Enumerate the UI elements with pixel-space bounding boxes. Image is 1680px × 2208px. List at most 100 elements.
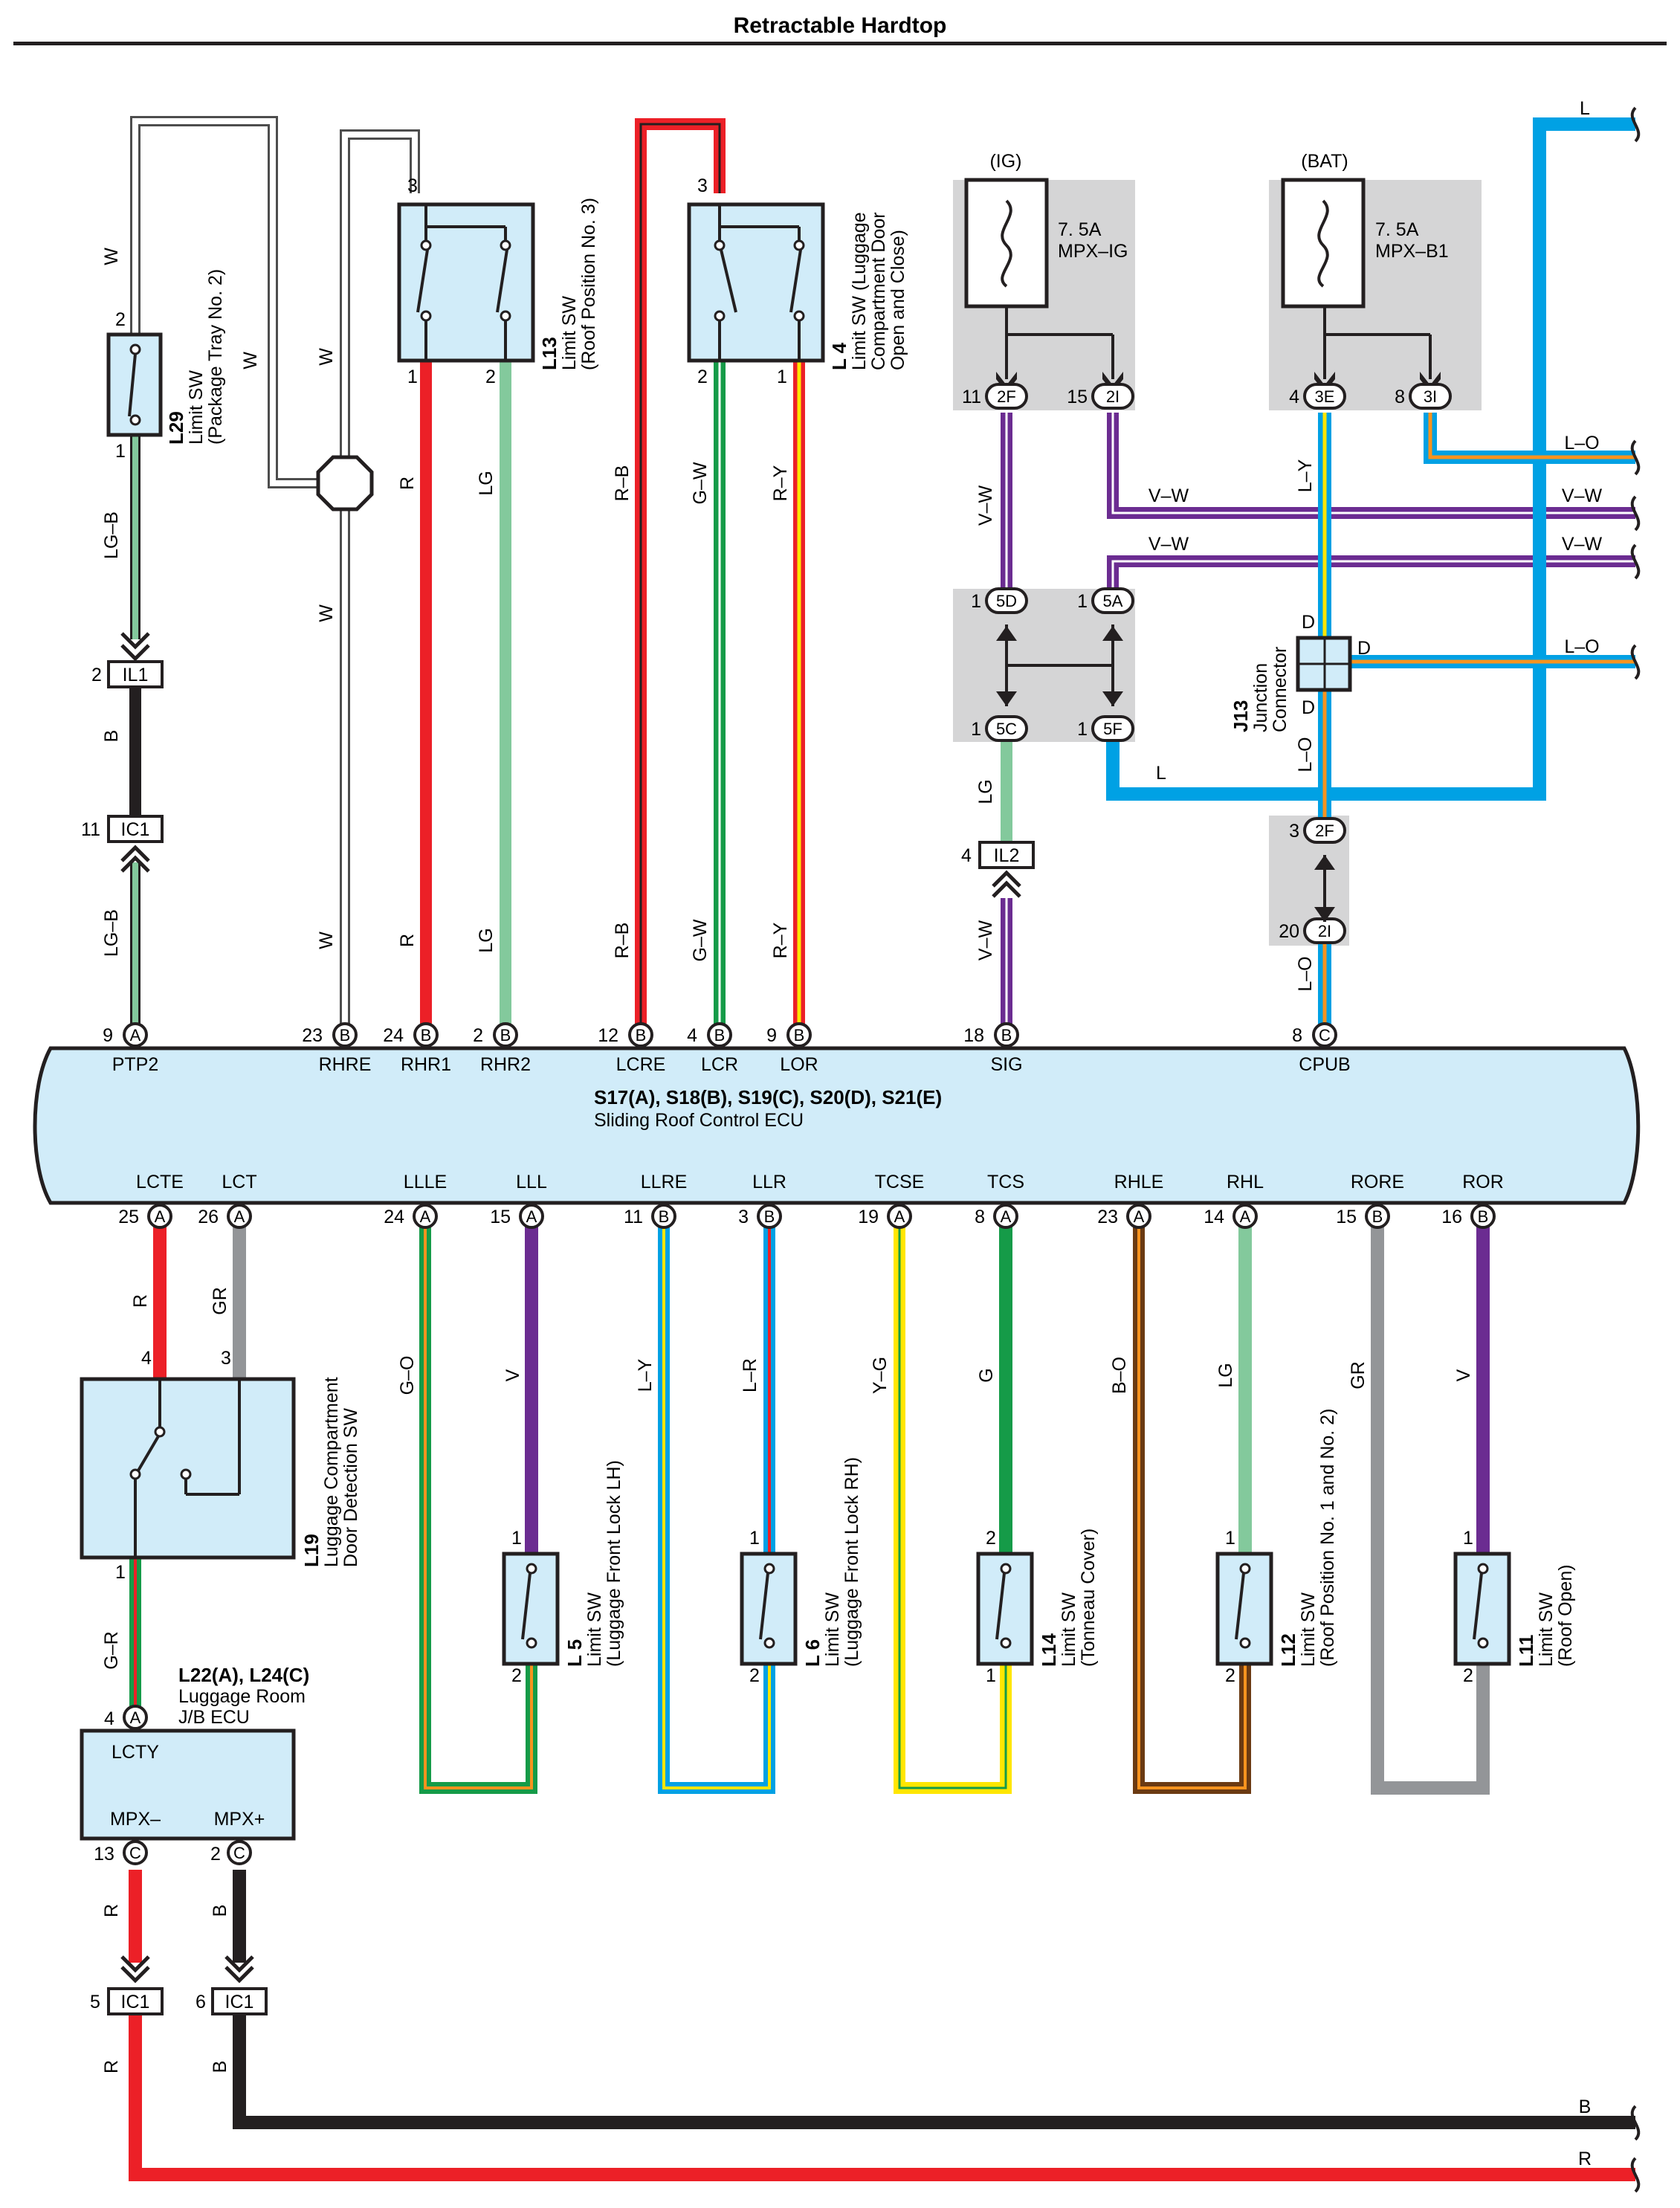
ecu-top-pin-conn: C bbox=[1319, 1026, 1331, 1045]
l4-pin-b: 1 bbox=[777, 367, 787, 387]
inline-connector-il1: IL1 2 bbox=[91, 632, 164, 688]
l6-line2: (Luggage Front Lock RH) bbox=[841, 1457, 862, 1667]
l11-pin-bottom: 2 bbox=[1463, 1665, 1473, 1686]
junction-pin-code: 3I bbox=[1424, 387, 1437, 406]
ecu-bottom-pin bbox=[1232, 1204, 1258, 1229]
junction-pin-code: 3E bbox=[1315, 387, 1335, 406]
junction-pin bbox=[985, 587, 1028, 614]
ecu-top-pin-conn: B bbox=[421, 1026, 432, 1045]
ecu-top-pin-conn: B bbox=[636, 1026, 647, 1045]
ecu-bottom-pin-conn: A bbox=[234, 1207, 245, 1226]
l4-line3: Open and Close) bbox=[888, 230, 908, 370]
wire-label-lg: LG bbox=[1215, 1363, 1236, 1387]
ecu-bottom-pin bbox=[651, 1204, 676, 1229]
ecu-bottom-pin-conn: B bbox=[1372, 1207, 1383, 1226]
ecu-top-pin-label: SIG bbox=[990, 1054, 1022, 1075]
ecu-bottom-pin bbox=[227, 1204, 252, 1229]
ecu-bottom-pins: A25LCTEA26LCTA24LLLEA15LLLB11LLREB3LLRA1… bbox=[118, 1172, 1504, 1229]
l22-pin-p-num: 2 bbox=[210, 1844, 221, 1865]
junction-pin-num: 3 bbox=[1289, 821, 1299, 842]
ecu-bottom-pin-conn: B bbox=[764, 1207, 775, 1226]
junction-pin bbox=[1091, 383, 1134, 410]
wire-break-marks bbox=[1630, 106, 1641, 2193]
wire-label-lo: L–O bbox=[1564, 433, 1599, 453]
ecu-top-pin-num: 2 bbox=[473, 1025, 483, 1046]
ecu-bottom-pin-label: LCT bbox=[222, 1172, 256, 1192]
l22-mpx-plus: MPX+ bbox=[214, 1809, 265, 1830]
wire-label-b: B bbox=[210, 2061, 230, 2073]
l22-line2: J/B ECU bbox=[178, 1707, 250, 1728]
ecu-bottom-pin-label: LLRE bbox=[641, 1172, 688, 1192]
wire-label-lg: LG bbox=[975, 779, 996, 804]
l4-pin-a: 2 bbox=[697, 367, 708, 387]
inline-connector-il2: IL2 4 bbox=[961, 841, 1035, 898]
ecu-bottom-pin-label: LCTE bbox=[136, 1172, 184, 1192]
ic1-top-name: IC1 bbox=[121, 819, 150, 840]
l19-line1: Luggage Compartment bbox=[321, 1377, 342, 1567]
wire-label-r: R bbox=[1578, 2149, 1592, 2169]
ecu-bottom-pin-num: 19 bbox=[858, 1207, 879, 1227]
fuse-ig-name: MPX–IG bbox=[1058, 241, 1128, 262]
l5-id: L 5 bbox=[563, 1639, 586, 1667]
ecu-top-pin-num: 9 bbox=[103, 1025, 113, 1046]
junction-pin-code: 2F bbox=[997, 387, 1016, 406]
ecu-top-pin bbox=[123, 1022, 148, 1047]
ecu-bottom-pin-num: 24 bbox=[384, 1207, 404, 1227]
l13-limit-switch: 3 1 2 L13 Limit SW (Roof Position No. 3) bbox=[397, 175, 599, 387]
wire-gr-rore bbox=[1371, 1223, 1490, 1795]
junction-pin-num: 4 bbox=[1289, 387, 1299, 407]
junction-pin-num: 11 bbox=[962, 387, 981, 407]
ecu-top-pin-label: RHRE bbox=[319, 1054, 372, 1075]
wire-label-lgb: LG–B bbox=[101, 909, 122, 957]
ic1-left-name: IC1 bbox=[121, 1992, 150, 2012]
wire-bo bbox=[1133, 1223, 1251, 1794]
wire-label-gw: G–W bbox=[690, 919, 711, 961]
ecu-top-pin-conn: B bbox=[1001, 1026, 1012, 1045]
ecu-top-pin bbox=[628, 1022, 653, 1047]
wire-r-long bbox=[129, 2015, 1635, 2181]
junction-pin-code: 5A bbox=[1103, 592, 1123, 610]
wire-label-gr: GR bbox=[210, 1287, 230, 1315]
ecu-top-pin-num: 12 bbox=[598, 1025, 618, 1046]
ecu-bottom-pin-conn: A bbox=[1001, 1207, 1012, 1226]
l19-pin-b: 3 bbox=[221, 1348, 231, 1369]
splice-point bbox=[316, 455, 374, 511]
junction-pin-num: 15 bbox=[1067, 387, 1088, 407]
j13-id: J13 bbox=[1230, 700, 1252, 732]
ecu-bottom-pin-num: 23 bbox=[1097, 1207, 1118, 1227]
ecu-bottom-pin bbox=[993, 1204, 1018, 1229]
ecu-top-pin bbox=[413, 1022, 439, 1047]
ecu-bottom-pin-conn: A bbox=[1134, 1207, 1145, 1226]
fuse-block-ig: (IG) 7. 5A MPX–IG bbox=[953, 151, 1135, 410]
wire-ly-llre bbox=[658, 1223, 775, 1794]
l5-line1: Limit SW bbox=[584, 1592, 605, 1667]
ecu-top-pin-num: 9 bbox=[766, 1025, 777, 1046]
ecu-bottom-pin-label: LLL bbox=[516, 1172, 547, 1192]
ecu-bottom-pin-label: TCS bbox=[987, 1172, 1024, 1192]
wire-label-yg: Y–G bbox=[870, 1357, 891, 1394]
wire-label-lg: LG bbox=[476, 471, 497, 495]
ecu-top-pin-label: RHR2 bbox=[480, 1054, 531, 1075]
j13-line1: Junction bbox=[1250, 663, 1271, 732]
ecu-top-pin-conn: B bbox=[500, 1026, 511, 1045]
l6-line1: Limit SW bbox=[822, 1592, 843, 1667]
wire-vw bbox=[1001, 413, 1635, 1035]
l13-pin-top: 3 bbox=[407, 175, 418, 196]
wire-label-w: W bbox=[316, 604, 337, 622]
wire-label-lo: L–O bbox=[1564, 636, 1599, 657]
wire-label-vw: V–W bbox=[975, 485, 996, 526]
wire-label-lo: L–O bbox=[1295, 956, 1316, 991]
wire-label-r: R bbox=[101, 1904, 122, 1917]
l22-terminal: LCTY bbox=[112, 1742, 159, 1763]
ecu-top-pin bbox=[493, 1022, 518, 1047]
wire-label-gr2: G–R bbox=[101, 1631, 122, 1669]
wire-rb bbox=[635, 118, 726, 1035]
wire-label-w: W bbox=[101, 248, 122, 265]
l19-door-detection-switch: 4 3 1 L19 Luggage Compartment Door Detec… bbox=[80, 1348, 361, 1583]
ecu-top-pin-conn: A bbox=[130, 1026, 141, 1045]
